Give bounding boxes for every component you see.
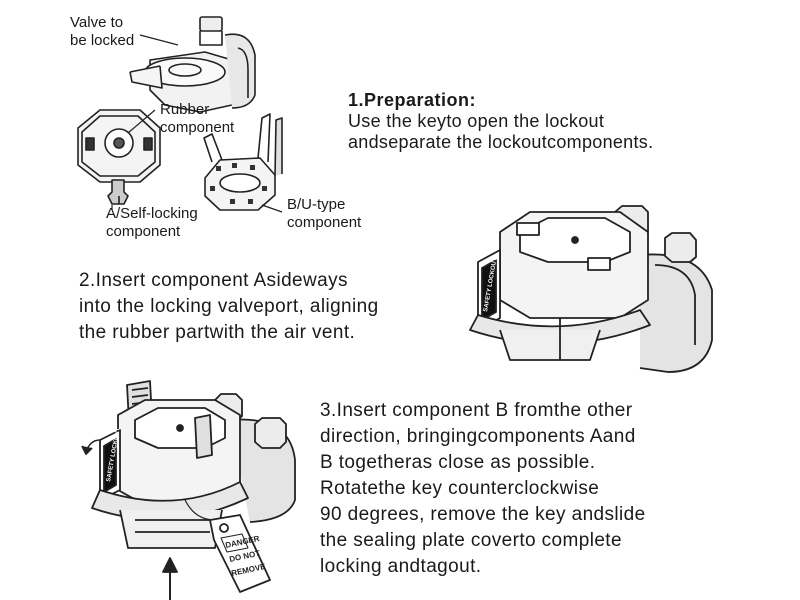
component-b-label: B/U-type component [287,196,361,232]
step-3-line: locking andtagout. [320,556,482,577]
component-b-illustration [203,113,283,213]
step-3-line: 3.Insert component B fromthe other [320,400,633,421]
valve-label-line2: be locked [70,32,135,49]
step-2-line: the rubber partwith the air vent. [79,322,356,343]
valve-label-line1: Valve to [70,14,124,31]
step-3: 3.Insert component B fromthe other direc… [320,398,646,580]
step-2: 2.Insert component Asideways into the lo… [79,268,379,346]
step-2-line: 2.Insert component Asideways [79,270,348,291]
step-2-line: into the locking valveport, aligning [79,296,379,317]
component-a-illustration [77,109,161,210]
danger-tag-illustration [209,514,271,593]
rubber-label-line1: Rubber [160,101,210,118]
rubber-label-line2: component [160,119,235,136]
component-a-label: A/Self-locking component [106,205,198,241]
step-1: 1.Preparation: Use the keyto open the lo… [348,90,653,153]
component-a-label-line2: component [106,223,181,240]
valve-label: Valve to be locked [70,14,134,50]
component-b-label-line2: component [287,214,362,231]
step-3-line: 90 degrees, remove the key andslide [320,504,646,525]
step-3-line: Rotatethe key counterclockwise [320,478,600,499]
step-1-line: andseparate the lockoutcomponents. [348,132,654,152]
component-a-label-line1: A/Self-locking [106,205,198,222]
step-3-line: B togetheras close as possible. [320,452,596,473]
component-b-label-line1: B/U-type [287,196,346,213]
valve-illustration [129,16,256,113]
rubber-label: Rubber component [160,101,234,137]
step-1-line: Use the keyto open the lockout [348,111,605,131]
step-1-title: 1.Preparation: [348,90,477,110]
step-3-line: direction, bringingcomponents Aand [320,426,636,447]
step-3-line: the sealing plate coverto complete [320,530,622,551]
